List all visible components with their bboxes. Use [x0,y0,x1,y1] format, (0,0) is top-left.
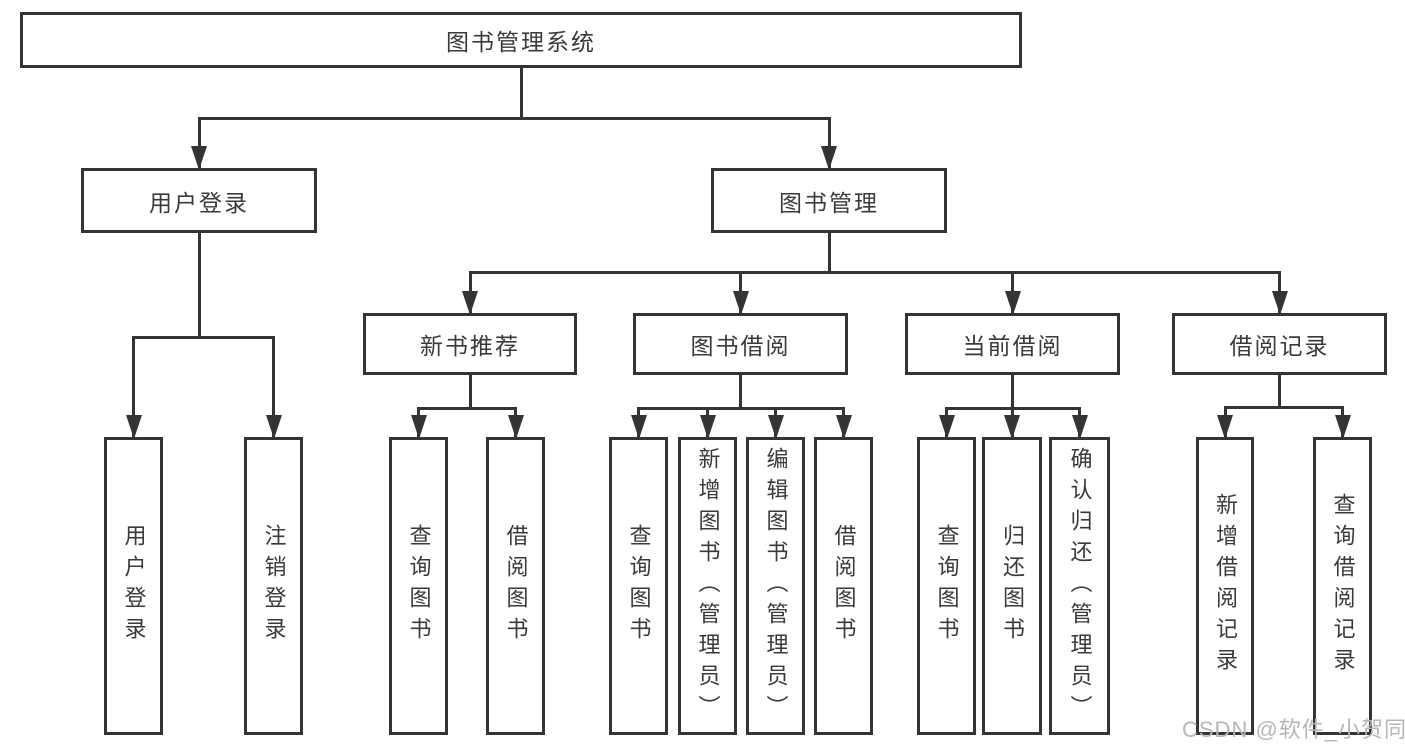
arrow-down-icon [1004,291,1021,315]
arrow-down-icon [1334,415,1351,439]
edge-bar-book-borrow [637,407,845,410]
node-query-book-3: 查询图书 [917,437,976,735]
node-label: 图书管理 [779,189,879,216]
arrow-down-icon [938,415,955,439]
node-label: 查询图书 [934,524,960,648]
edge-stem-root [519,68,523,117]
edge-branch-user-login-action [132,336,135,437]
node-edit-book: 编辑图书（管理员） [746,437,805,735]
edge-bar-book-mgmt [468,271,1281,274]
node-new-book-rec: 新书推荐 [363,313,577,375]
node-label: 当前借阅 [962,333,1063,359]
arrow-down-icon [821,146,837,170]
arrow-down-icon [1271,291,1288,315]
node-label: 新书推荐 [420,333,520,359]
edge-bar-new-book-rec [417,407,517,410]
node-label: 新增图书（管理员） [695,446,721,726]
arrow-down-icon [767,415,784,439]
edge-branch-user-login [197,117,201,168]
edge-bar-user-login [132,336,275,339]
node-book-borrow: 图书借阅 [633,313,848,375]
node-book-mgmt: 图书管理 [711,168,947,233]
node-add-borrow-record: 新增借阅记录 [1196,437,1254,735]
arrow-down-icon [630,415,647,439]
node-query-book-2: 查询图书 [609,437,668,735]
arrow-down-icon [1217,415,1233,439]
node-label: 编辑图书（管理员） [763,446,789,726]
node-query-borrow-record: 查询借阅记录 [1313,437,1372,735]
node-confirm-return: 确认归还（管理员） [1049,437,1110,735]
node-label: 借阅图书 [831,524,857,648]
arrow-down-icon [410,415,427,439]
node-borrow-book-2: 借阅图书 [814,437,873,735]
edge-bar-borrow-record [1223,406,1344,409]
node-borrow-book-1: 借阅图书 [486,437,545,735]
edge-stem-book-borrow [739,375,742,407]
edge-branch-logout-action [272,336,275,437]
node-current-borrow: 当前借阅 [905,313,1120,375]
arrow-down-icon [507,415,524,439]
arrow-down-icon [1071,415,1088,439]
node-label: 查询图书 [406,524,432,648]
arrow-down-icon [835,415,852,439]
node-root: 图书管理系统 [20,12,1022,68]
arrow-down-icon [265,415,282,439]
node-label: 归还图书 [1000,524,1025,648]
edge-branch-book-mgmt [827,117,831,168]
node-user-login-action: 用户登录 [104,437,163,735]
arrow-down-icon [191,146,207,170]
edge-stem-borrow-record [1278,375,1281,406]
node-query-book-1: 查询图书 [389,437,448,735]
edge-stem-user-login [197,233,201,336]
node-label: 新增借阅记录 [1213,493,1238,679]
edge-stem-book-mgmt [827,233,831,271]
edge-stem-current-borrow [1011,375,1014,407]
node-label: 借阅图书 [503,524,529,648]
node-return-book: 归还图书 [982,437,1042,735]
arrow-down-icon [732,291,749,315]
node-label: 查询借阅记录 [1330,493,1356,679]
arrow-down-icon [699,415,716,439]
arrow-down-icon [1004,415,1020,439]
edge-bar-root [197,117,831,120]
node-label: 查询图书 [626,524,652,648]
edge-stem-new-book-rec [468,375,472,407]
node-label: 用户登录 [149,189,249,216]
node-label: 图书借阅 [690,333,791,359]
node-label: 用户登录 [121,524,147,648]
arrow-down-icon [462,291,478,315]
node-logout-action: 注销登录 [244,437,303,735]
csdn-watermark: CSDN @软件_小贺同学 [1182,717,1405,742]
arrow-down-icon [125,415,142,439]
node-label: 借阅记录 [1229,333,1330,359]
node-label: 注销登录 [261,524,287,648]
node-user-login: 用户登录 [81,168,317,233]
node-add-book: 新增图书（管理员） [678,437,737,735]
node-borrow-record: 借阅记录 [1172,313,1387,375]
node-label: 图书管理系统 [446,29,596,55]
node-label: 确认归还（管理员） [1067,446,1093,726]
